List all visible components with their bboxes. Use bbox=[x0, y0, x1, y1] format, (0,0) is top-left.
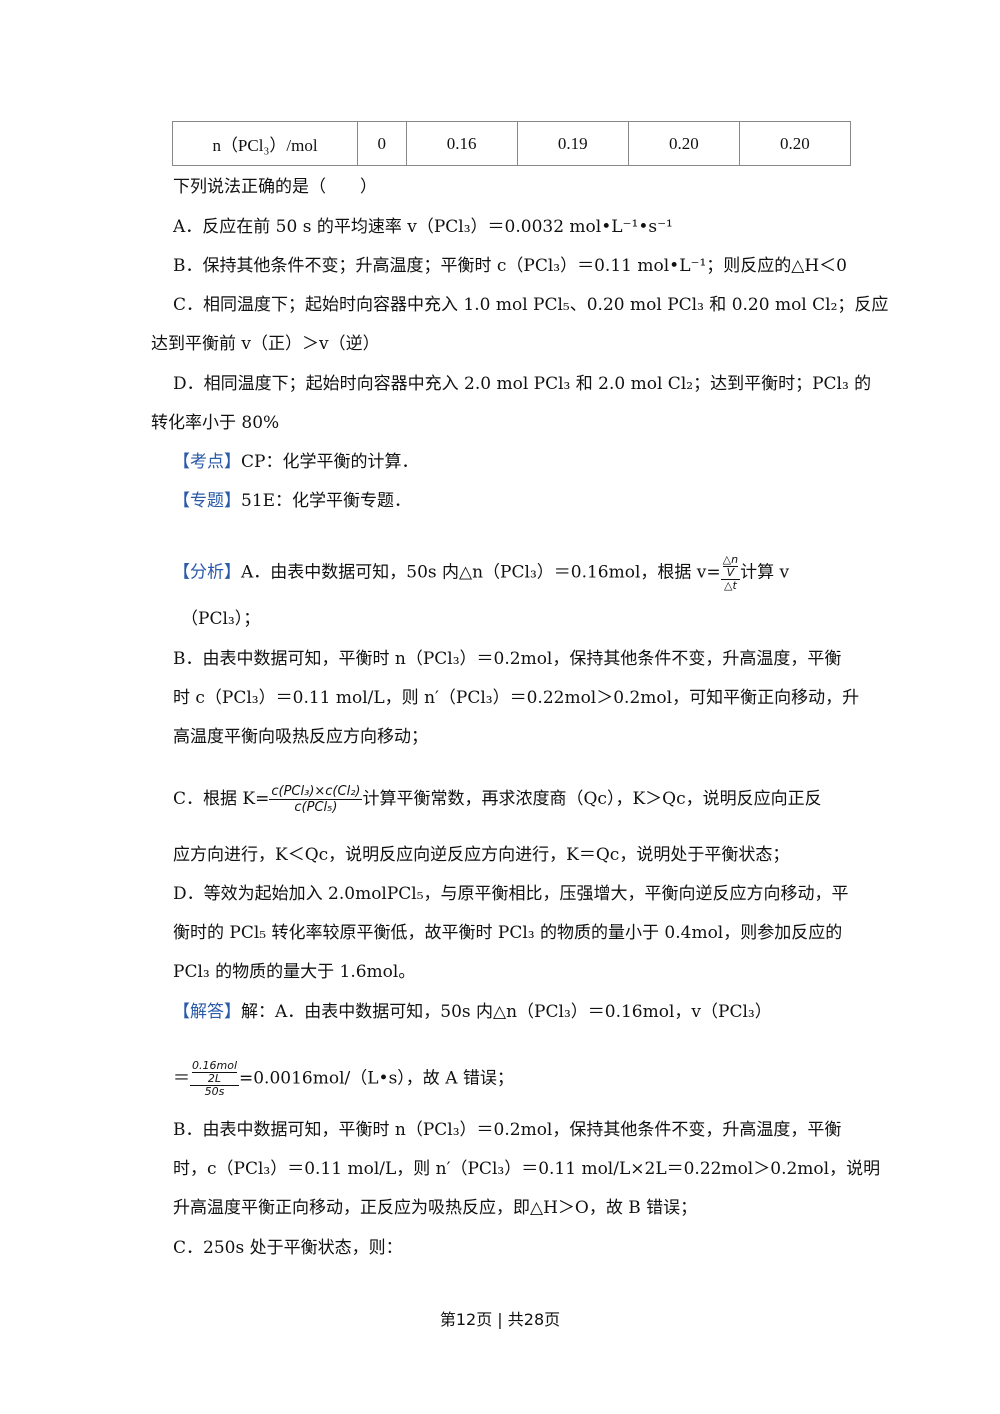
table-row-label: n（PCl₃）/mol bbox=[171, 121, 359, 166]
jieda-a-text: 解：A．由表中数据可知，50s 内△n（PCl₃）＝0.16mol，v（PCl₃… bbox=[241, 1002, 772, 1022]
table-cell: 0.20 bbox=[627, 121, 740, 166]
data-table: n（PCl₃）/mol 0 0.16 0.19 0.20 0.20 bbox=[171, 121, 852, 166]
frac-numerator: 0.16mol bbox=[192, 1059, 237, 1073]
table-cell: 0.19 bbox=[516, 121, 629, 166]
frac-numerator-denominator: V bbox=[726, 566, 735, 579]
jieda-a-line1: 【解答】解：A．由表中数据可知，50s 内△n（PCl₃）＝0.16mol，v（… bbox=[173, 1001, 772, 1023]
kaodian-line: 【考点】CP：化学平衡的计算． bbox=[173, 451, 418, 473]
frac-denominator: 50s bbox=[204, 1085, 225, 1098]
k-numerator: c(PCl₃)×c(Cl₂) bbox=[269, 784, 363, 800]
fenxi-a-text: A．由表中数据可知，50s 内△n（PCl₃）＝0.16mol，根据 v= bbox=[241, 562, 721, 583]
question-stem: 下列说法正确的是（ ） bbox=[173, 177, 377, 197]
table-cell: 0.20 bbox=[738, 121, 852, 166]
fenxi-c-line1: C．根据 K=c(PCl₃)×c(Cl₂)c(PCl₅)计算平衡常数，再求浓度商… bbox=[173, 784, 822, 815]
jieda-a-post: =0.0016mol/（L•s），故 A 错误； bbox=[239, 1068, 514, 1089]
fenxi-d-line2: 衡时的 PCl₅ 转化率较原平衡低，故平衡时 PCl₃ 的物质的量小于 0.4m… bbox=[173, 923, 843, 943]
fenxi-a-line2: （PCl₃）； bbox=[181, 609, 261, 629]
option-d-line2: 转化率小于 80% bbox=[151, 413, 280, 433]
option-c-line2: 达到平衡前 v（正）＞v（逆） bbox=[151, 334, 380, 354]
fenxi-a-line1: 【分析】A．由表中数据可知，50s 内△n（PCl₃）＝0.16mol，根据 v… bbox=[173, 554, 789, 592]
frac-denominator: △t bbox=[723, 579, 737, 592]
table-cell: 0.16 bbox=[405, 121, 518, 166]
fenxi-c-post: 计算平衡常数，再求浓度商（Qc），K＞Qc，说明反应向正反 bbox=[362, 789, 822, 809]
zhuanti-text: 51E：化学平衡专题． bbox=[241, 491, 412, 511]
jieda-b-line1: B．由表中数据可知，平衡时 n（PCl₃）＝0.2mol，保持其他条件不变，升高… bbox=[173, 1120, 842, 1140]
option-a: A．反应在前 50 s 的平均速率 v（PCl₃）＝0.0032 mol•L⁻¹… bbox=[173, 217, 673, 237]
frac-numerator: △n bbox=[722, 553, 739, 567]
zhuanti-tag: 【专题】 bbox=[173, 491, 241, 511]
frac-numerator-denominator: 2L bbox=[207, 1072, 222, 1085]
jieda-tag: 【解答】 bbox=[173, 1002, 241, 1022]
fenxi-b-line2: 时 c（PCl₃）＝0.11 mol/L，则 n′（PCl₃）＝0.22mol＞… bbox=[173, 688, 860, 708]
table-row: n（PCl₃）/mol 0 0.16 0.19 0.20 0.20 bbox=[171, 121, 852, 166]
fenxi-c-line2: 应方向进行，K＜Qc，说明反应向逆反应方向进行，K＝Qc，说明处于平衡状态； bbox=[173, 845, 790, 865]
fenxi-b-line3: 高温度平衡向吸热反应方向移动； bbox=[173, 727, 428, 747]
page-footer: 第12页 | 共28页 bbox=[439, 1310, 561, 1329]
k-denominator: c(PCl₅) bbox=[294, 800, 338, 815]
kaodian-tag: 【考点】 bbox=[173, 452, 241, 472]
k-formula: c(PCl₃)×c(Cl₂)c(PCl₅) bbox=[269, 784, 363, 815]
fenxi-tag: 【分析】 bbox=[173, 562, 241, 583]
fenxi-d-line1: D．等效为起始加入 2.0molPCl₅，与原平衡相比，压强增大，平衡向逆反应方… bbox=[173, 884, 849, 904]
option-d-line1: D．相同温度下；起始时向容器中充入 2.0 mol PCl₃ 和 2.0 mol… bbox=[173, 374, 872, 394]
jieda-b-line3: 升高温度平衡正向移动，正反应为吸热反应，即△H＞O，故 B 错误； bbox=[173, 1198, 698, 1218]
option-c-line1: C．相同温度下；起始时向容器中充入 1.0 mol PCl₅、0.20 mol … bbox=[173, 295, 889, 315]
zhuanti-line: 【专题】51E：化学平衡专题． bbox=[173, 490, 411, 512]
jieda-c-line1: C．250s 处于平衡状态，则： bbox=[173, 1238, 403, 1258]
table-cell: 0 bbox=[357, 121, 407, 166]
option-b: B．保持其他条件不变；升高温度；平衡时 c（PCl₃）＝0.11 mol•L⁻¹… bbox=[173, 256, 847, 276]
kaodian-text: CP：化学平衡的计算． bbox=[241, 452, 419, 472]
jieda-b-line2: 时，c（PCl₃）＝0.11 mol/L，则 n′（PCl₃）＝0.11 mol… bbox=[173, 1159, 881, 1179]
fenxi-c-pre: C．根据 K= bbox=[173, 789, 270, 809]
fenxi-a-tail: 计算 v bbox=[740, 562, 790, 583]
fenxi-b-line1: B．由表中数据可知，平衡时 n（PCl₃）＝0.2mol，保持其他条件不变，升高… bbox=[173, 649, 842, 669]
fenxi-d-line3: PCl₃ 的物质的量大于 1.6mol。 bbox=[173, 962, 416, 982]
jieda-a-pre: ＝ bbox=[173, 1068, 190, 1089]
